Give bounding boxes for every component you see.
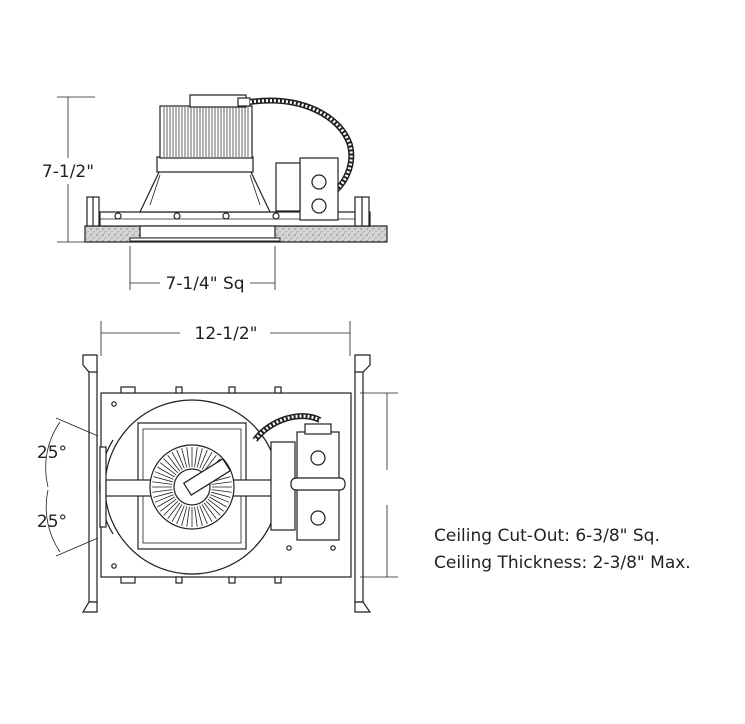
cutout-dimension-line: [360, 392, 398, 578]
height-label: 7-1/2": [42, 162, 94, 182]
tilt-angle-arcs: [45, 417, 99, 557]
frame-width-dimension-line: [100, 321, 351, 356]
aiming-rail: [99, 446, 107, 528]
heat-sink-top: [149, 444, 235, 530]
hanger-bars: [81, 354, 372, 613]
angle-lower-label: 25°: [37, 512, 67, 532]
angle-upper-label: 25°: [37, 443, 67, 463]
top-view: 12-1/2": [37, 321, 398, 613]
ceiling-thickness-spec: Ceiling Thickness: 2-3/8" Max.: [434, 553, 691, 573]
trim-width-label: 7-1/4" Sq: [165, 274, 244, 294]
ceiling-cutout-spec: Ceiling Cut-Out: 6-3/8" Sq.: [434, 526, 660, 546]
frame-tabs: [120, 386, 282, 584]
side-view: 7-1/2": [42, 94, 388, 294]
frame-width-label: 12-1/2": [195, 324, 258, 344]
junction-box-side: [275, 157, 339, 221]
trim-width-dimension-line: [129, 246, 276, 290]
junction-box-top: [270, 423, 346, 541]
heat-sink-side: [159, 94, 253, 159]
height-dimension-line: [57, 96, 95, 243]
housing-cone-side: [139, 156, 271, 213]
mounting-holes: [111, 401, 336, 569]
